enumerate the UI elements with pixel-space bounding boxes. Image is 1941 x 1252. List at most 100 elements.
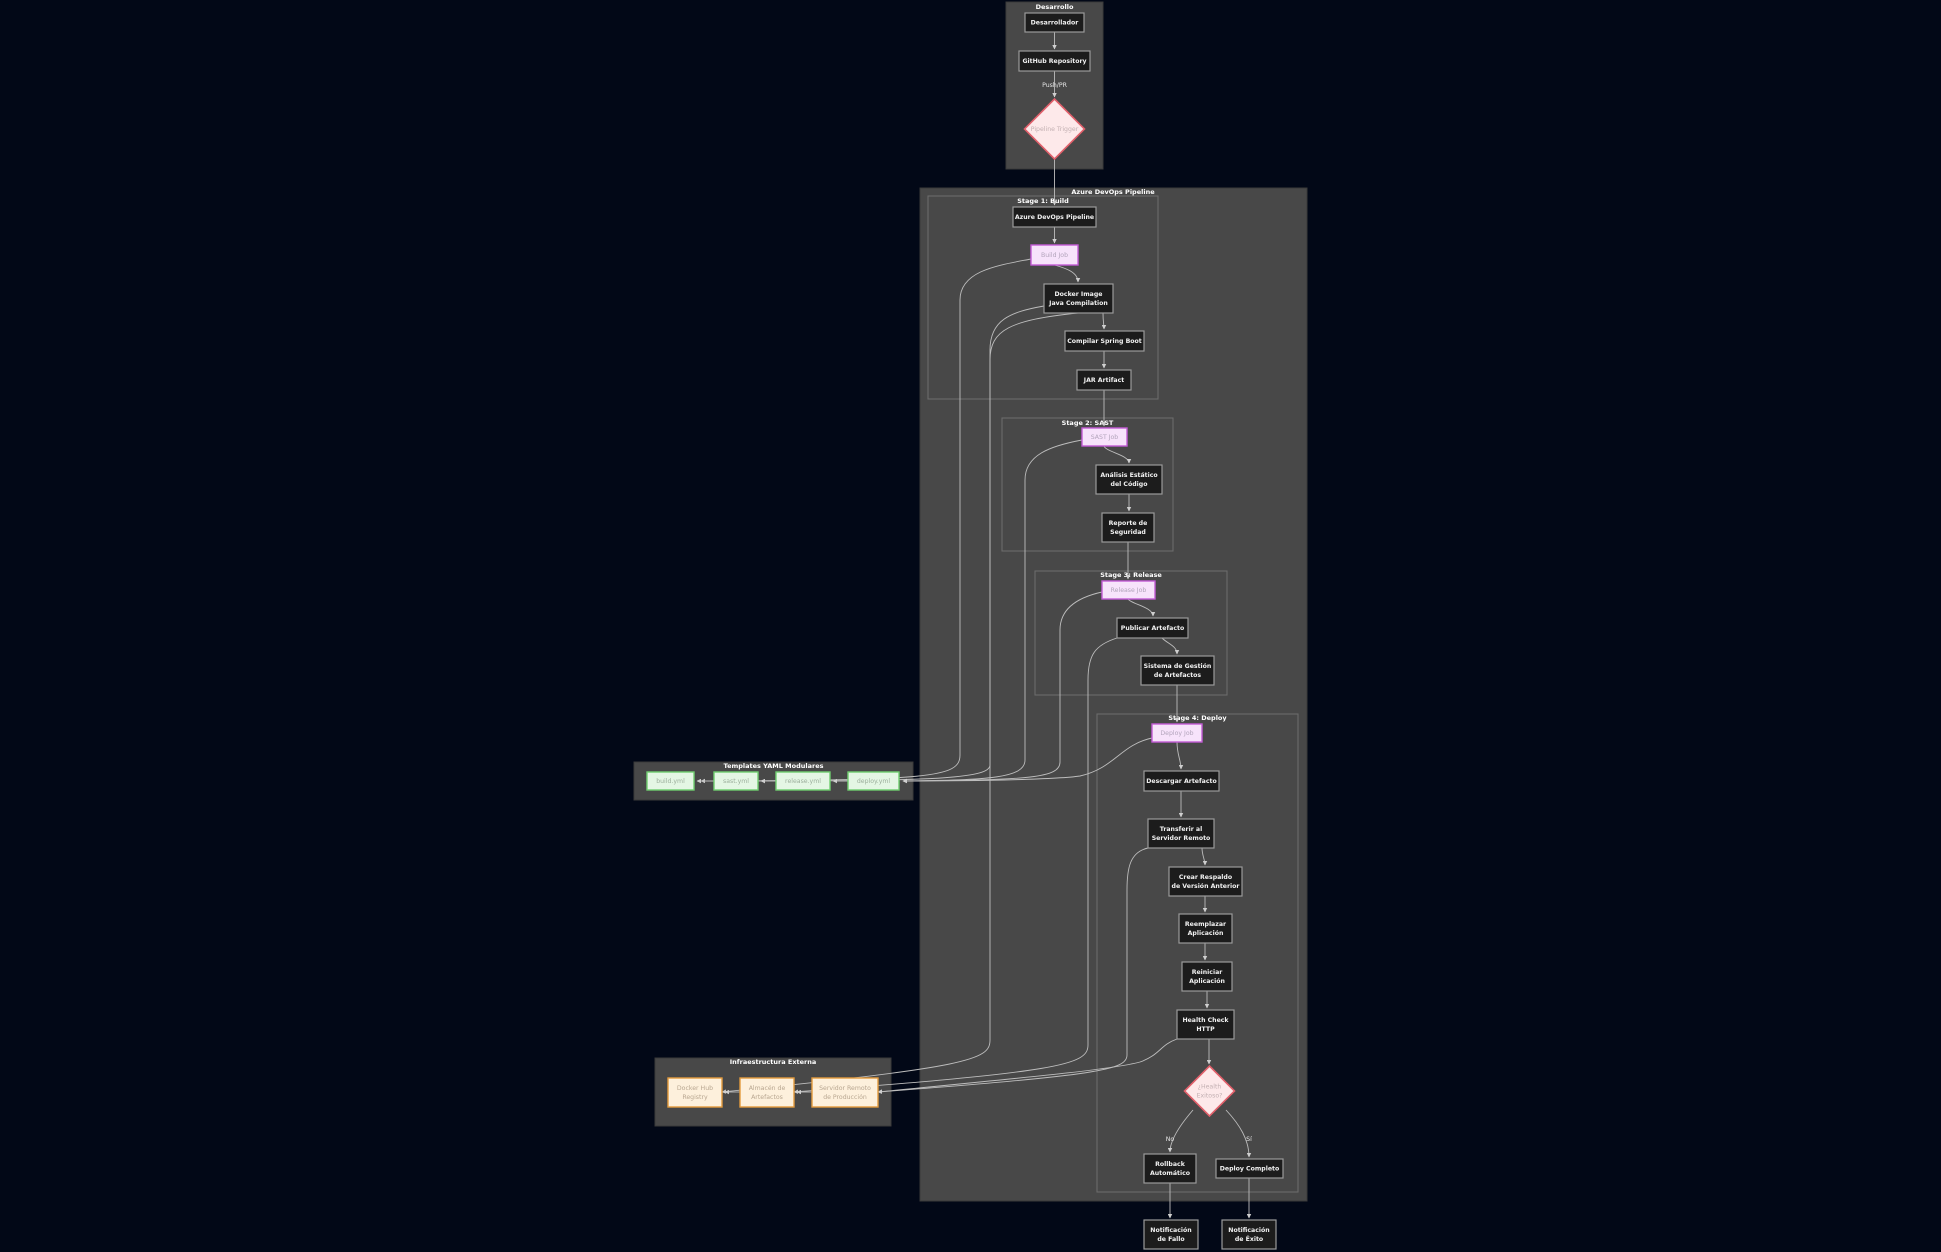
node-box <box>1151 723 1203 743</box>
edge-arrow <box>1127 598 1156 617</box>
edge-arrow <box>902 737 1153 784</box>
node-sastjob: SAST Job <box>1081 427 1128 447</box>
node-label: Crear Respaldo <box>1179 874 1232 881</box>
node-box <box>847 771 900 791</box>
edge-arrow <box>793 637 1118 1094</box>
node-tpl-release: release.yml <box>775 771 831 791</box>
node-box <box>1116 617 1189 639</box>
node-box <box>646 771 695 791</box>
node-label: Azure DevOps Pipeline <box>1015 214 1094 221</box>
node-label: Release Job <box>1111 587 1147 594</box>
node-box <box>1024 12 1085 33</box>
node-box <box>739 1077 795 1108</box>
node-label: sast.yml <box>723 778 749 785</box>
edge-arrow <box>1103 445 1132 464</box>
node-box <box>811 1077 879 1108</box>
node-label: Deploy Job <box>1160 730 1193 737</box>
node-box <box>1147 818 1215 849</box>
node-box <box>1168 866 1243 897</box>
node-label: Reiniciar <box>1192 969 1224 976</box>
edge-arrow <box>1201 847 1208 866</box>
node-almacen: Almacén de Artefactos <box>739 1077 795 1108</box>
node-label: Aplicación <box>1189 977 1225 985</box>
node-label: Rollback <box>1155 1161 1186 1168</box>
cluster-title-stage3: Stage 3: Release <box>1100 571 1162 579</box>
cluster-title-stage4: Stage 4: Deploy <box>1168 714 1227 722</box>
node-label: Almacén de <box>749 1084 786 1092</box>
node-box <box>1101 580 1156 600</box>
node-box <box>1181 961 1233 992</box>
edge-arrow <box>1167 1109 1194 1153</box>
cluster-title-stage2: Stage 2: SAST <box>1062 419 1114 427</box>
node-box <box>667 1077 723 1108</box>
node-label: de Éxito <box>1235 1234 1263 1243</box>
node-label: Notificación <box>1228 1226 1269 1234</box>
node-label: Docker Image <box>1055 291 1103 298</box>
node-box <box>1143 1219 1199 1250</box>
node-complete: Deploy Completo <box>1215 1158 1284 1179</box>
node-label: Servidor Remoto <box>1152 835 1211 842</box>
node-box <box>775 771 831 791</box>
node-box <box>1043 283 1114 314</box>
cluster-title-desarrollo: Desarrollo <box>1036 3 1074 11</box>
node-label: del Código <box>1111 480 1148 488</box>
node-label: de Artefactos <box>1154 672 1202 679</box>
node-label: de Producción <box>823 1093 867 1101</box>
node-label: Health Check <box>1182 1017 1229 1024</box>
node-box <box>1143 770 1220 792</box>
node-label: Automático <box>1150 1169 1190 1177</box>
node-label: Reemplazar <box>1185 921 1227 928</box>
cluster-stage-release: Stage 3: Release <box>1034 570 1228 696</box>
node-label: SAST Job <box>1091 434 1119 441</box>
node-box <box>1140 655 1215 686</box>
cluster-stage-sast: Stage 2: SAST <box>1001 417 1174 552</box>
node-label: Aplicación <box>1188 929 1224 937</box>
node-publicar: Publicar Artefacto <box>1116 617 1189 639</box>
node-label: Análisis Estático <box>1100 471 1157 479</box>
node-label: Reporte de <box>1109 520 1148 527</box>
decision-shape <box>1023 97 1086 161</box>
edge-arrow <box>902 439 1083 784</box>
node-depjob: Deploy Job <box>1151 723 1203 743</box>
edge-label-si: Sí <box>1246 1135 1252 1143</box>
node-label: Build Job <box>1041 252 1068 259</box>
cluster-title-templates: Templates YAML Modulares <box>724 762 824 770</box>
node-dev: Desarrollador <box>1024 12 1085 33</box>
node-label: Desarrollador <box>1031 20 1080 27</box>
node-label: Docker Hub <box>677 1085 713 1092</box>
cluster-title-infra: Infraestructura Externa <box>730 1058 817 1066</box>
edge-label-push: Push/PR <box>1042 82 1068 89</box>
node-box <box>1030 244 1079 266</box>
node-label: deploy.yml <box>857 778 891 785</box>
node-azp: Azure DevOps Pipeline <box>1012 206 1097 228</box>
node-box <box>1095 464 1163 495</box>
node-tpl-build: build.yml <box>646 771 695 791</box>
node-label: Seguridad <box>1110 529 1146 536</box>
cluster-stage-build: Stage 1: Build <box>927 195 1159 400</box>
node-box <box>1176 1009 1235 1040</box>
cluster-stage-deploy: Stage 4: Deploy <box>1096 713 1299 1193</box>
edge-arrow <box>902 591 1103 784</box>
edge-arrow <box>700 258 1032 784</box>
node-buildjob: Build Job <box>1030 244 1079 266</box>
node-label: Pipeline Trigger <box>1031 126 1079 133</box>
node-label: GitHub Repository <box>1022 58 1086 65</box>
edge-arrow <box>721 312 1079 1094</box>
edge-label-no: No <box>1166 1136 1175 1143</box>
node-label: Artefactos <box>751 1094 783 1101</box>
node-jar: JAR Artifact <box>1076 369 1132 391</box>
node-compile: Compilar Spring Boot <box>1064 330 1145 352</box>
node-box <box>1012 206 1097 228</box>
node-label: de Fallo <box>1157 1236 1184 1243</box>
edge-arrow <box>1101 312 1107 330</box>
